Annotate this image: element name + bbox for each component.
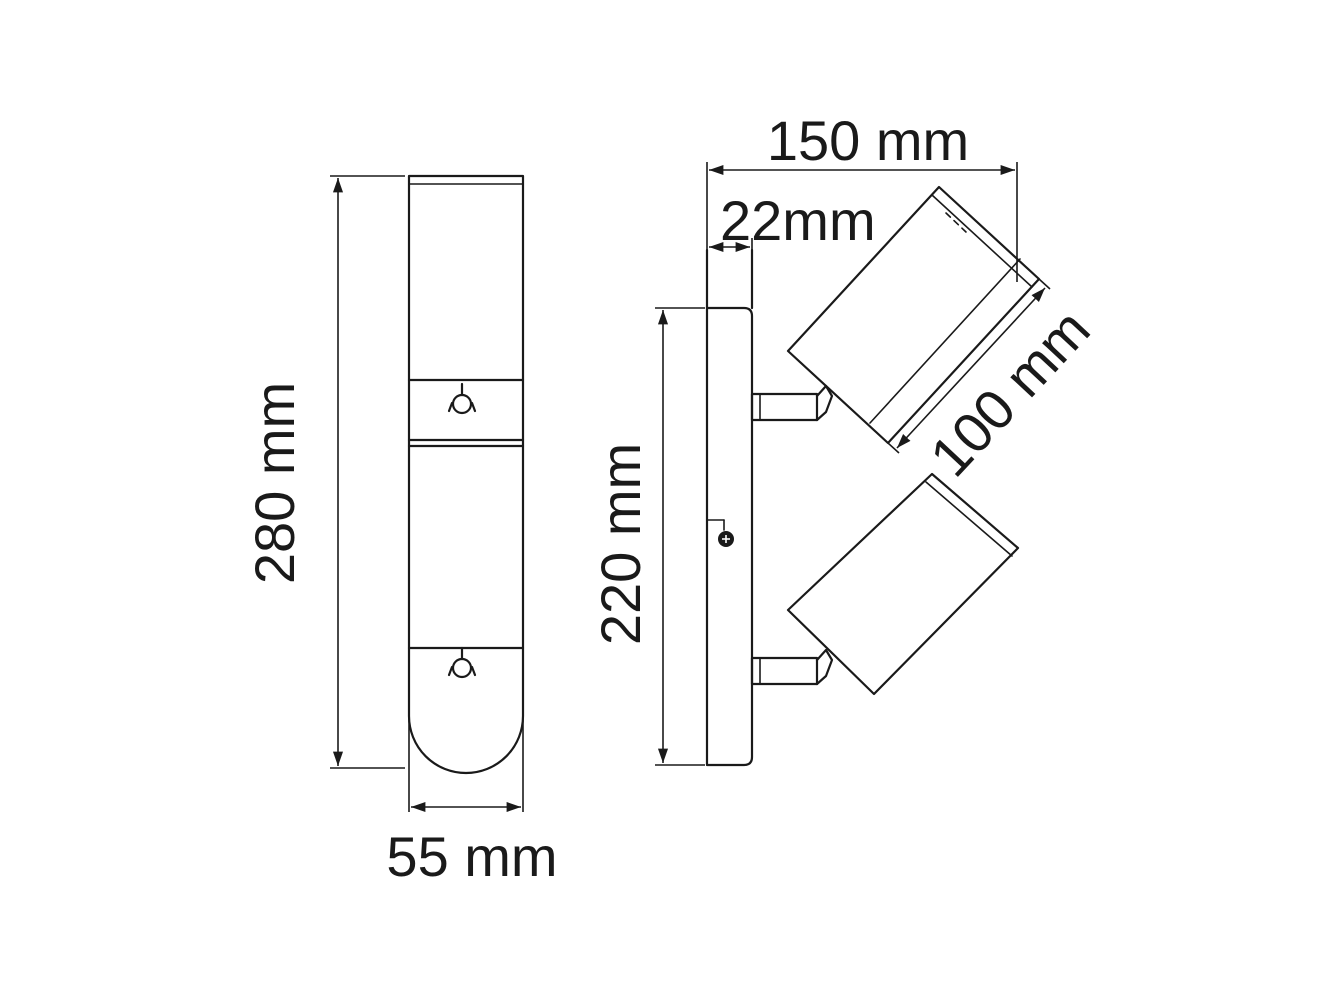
dimension-height-front: 280 mm (243, 175, 405, 769)
lower-spot-head (786, 472, 1020, 696)
dimension-height-plate: 220 mm (589, 307, 705, 766)
dimension-depth-plate: 22mm (709, 189, 876, 253)
dimension-width-side: 150 mm (706, 109, 1018, 282)
wall-plate (705, 306, 754, 767)
screw-icon (706, 519, 734, 547)
mount-knob-icon (447, 646, 477, 679)
dimension-head-length: 100 mm (887, 278, 1102, 488)
mount-knob-icon (447, 382, 477, 415)
label-width-front: 55 mm (386, 825, 557, 888)
label-depth-plate: 22mm (720, 189, 876, 252)
label-width-side: 150 mm (767, 109, 969, 172)
upper-arm (750, 384, 834, 422)
side-view: 150 mm 22mm 220 mm 100 mm (589, 109, 1102, 767)
front-view: 280 mm 55 mm (243, 174, 558, 888)
label-height-front: 280 mm (243, 382, 306, 584)
front-body-outline (407, 174, 525, 775)
label-height-plate: 220 mm (589, 443, 652, 645)
dimension-width-front: 55 mm (386, 716, 558, 888)
lower-arm (750, 648, 834, 686)
